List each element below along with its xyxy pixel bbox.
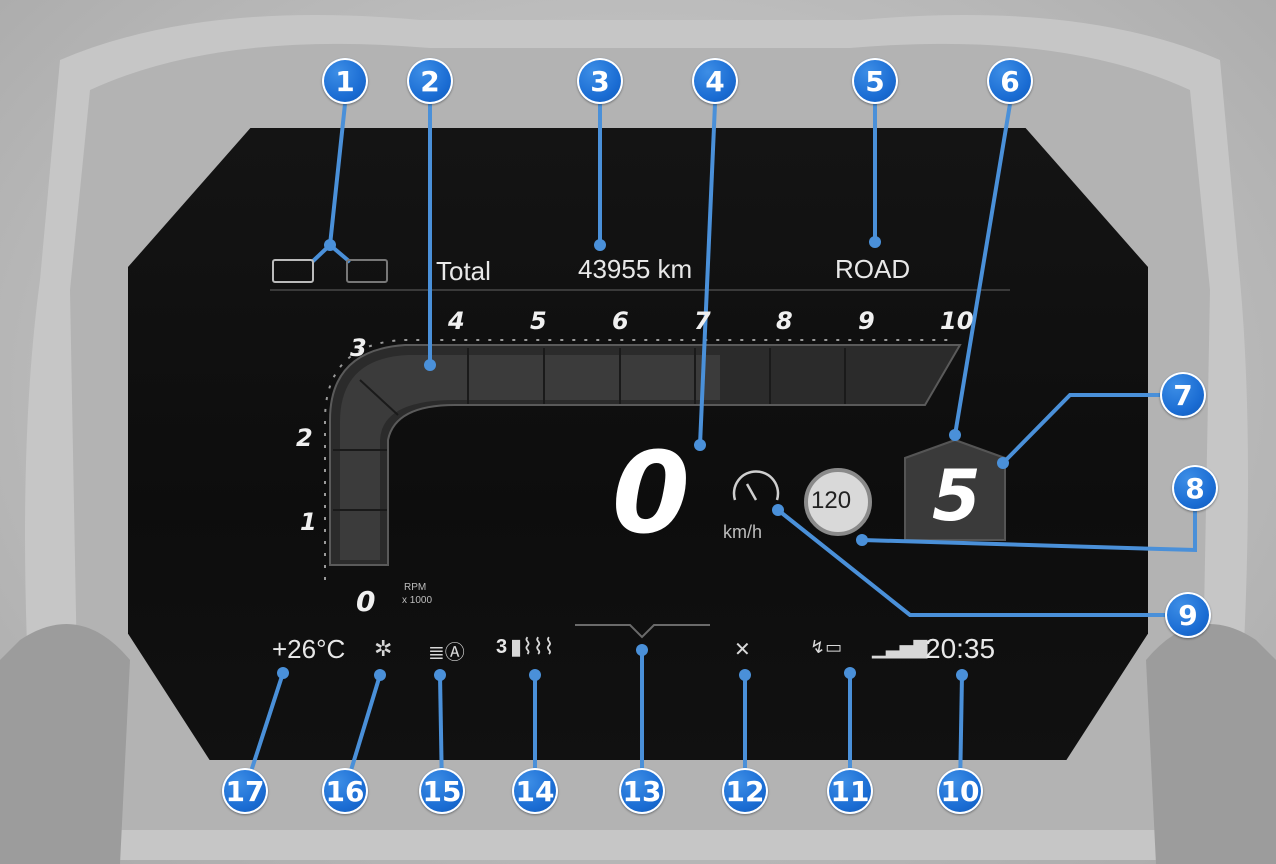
callout-13: 13 [619, 768, 665, 814]
rpm-tick-1: 1 [300, 508, 317, 536]
rpm-tick-10: 10 [940, 307, 974, 335]
callout-17: 17 [222, 768, 268, 814]
speed-unit: km/h [723, 522, 763, 542]
rpm-unit-multiplier: x 1000 [402, 595, 433, 606]
callout-7: 7 [1160, 372, 1206, 418]
callout-16: 16 [322, 768, 368, 814]
callout-12: 12 [722, 768, 768, 814]
trip-2-icon [346, 259, 388, 283]
odometer-value: 43955 km [578, 254, 693, 284]
callout-4: 4 [692, 58, 738, 104]
callout-1: 1 [322, 58, 368, 104]
callout-8: 8 [1172, 465, 1218, 511]
rpm-unit-label: RPM [404, 582, 427, 593]
callout-15: 15 [419, 768, 465, 814]
rpm-tick-4: 4 [448, 307, 465, 335]
mute-icon: ✕ [734, 639, 751, 661]
callout-14: 14 [512, 768, 558, 814]
riding-mode: ROAD [835, 254, 911, 284]
gear-value: 5 [932, 455, 981, 537]
callout-9: 9 [1165, 592, 1211, 638]
callout-3: 3 [577, 58, 623, 104]
callout-6: 6 [987, 58, 1033, 104]
rpm-tick-3: 3 [350, 334, 367, 362]
rpm-tick-9: 9 [858, 307, 875, 335]
odometer-label: Total [436, 256, 491, 286]
phone-battery-icon: ↯▭ [810, 637, 843, 657]
callout-10: 10 [937, 768, 983, 814]
heated-grip-icon: ▮⌇⌇⌇ [510, 634, 555, 659]
clock: 20:35 [925, 633, 996, 664]
rpm-tick-5: 5 [530, 307, 547, 335]
rpm-tick-6: 6 [612, 307, 629, 335]
callout-11: 11 [827, 768, 873, 814]
callout-2: 2 [407, 58, 453, 104]
ambient-light-icon: ✲ [374, 636, 393, 661]
rpm-tick-2: 2 [296, 424, 313, 452]
rpm-tick-0: 0 [356, 585, 376, 618]
signal-icon: ▁▃▅▇ [872, 638, 928, 658]
heated-grip-level: 3 [496, 636, 508, 658]
trip-1-icon [272, 259, 314, 283]
callout-5: 5 [852, 58, 898, 104]
rpm-tick-8: 8 [776, 307, 793, 335]
headlight-auto-icon: ≣Ⓐ [428, 642, 465, 664]
ambient-temperature: +26°C [272, 634, 346, 664]
speed-limit-value: 120 [811, 487, 852, 514]
speed-value: 0 [612, 429, 690, 559]
rpm-tick-7: 7 [694, 307, 711, 335]
